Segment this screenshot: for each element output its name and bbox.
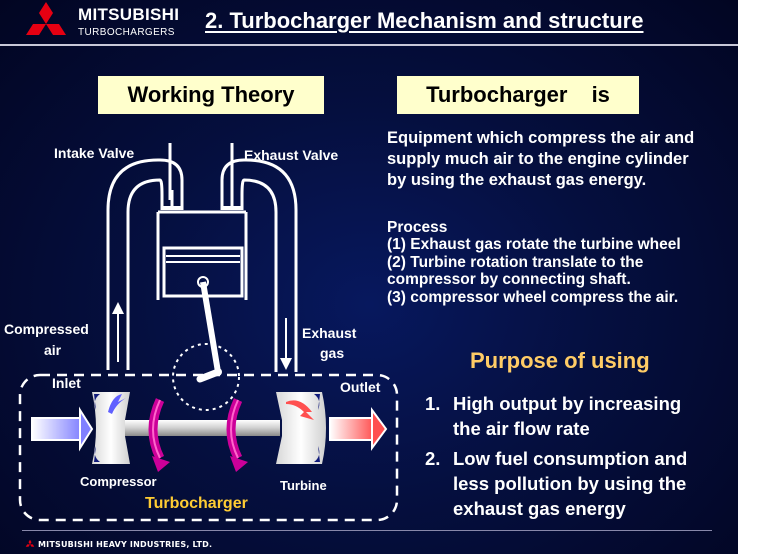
intake-valve-icon <box>162 190 182 210</box>
mitsubishi-logo-icon <box>26 2 66 35</box>
intake-pipe-inner <box>126 178 164 370</box>
compressed-air-label: Compressed <box>4 321 89 337</box>
inlet-arrow-icon <box>31 406 94 452</box>
purpose-line: High output by increasing <box>453 393 682 414</box>
brand-subtitle: TURBOCHARGERS <box>78 27 175 38</box>
description-line: by using the exhaust gas energy. <box>387 171 647 189</box>
footer-divider <box>22 530 712 531</box>
crank-path <box>172 343 240 411</box>
purpose-number: 2. <box>425 448 441 469</box>
outlet-arrow-icon <box>329 406 388 452</box>
title-divider <box>0 44 738 46</box>
process-step: (1) Exhaust gas rotate the turbine wheel <box>387 236 681 253</box>
purpose-line: less pollution by using the <box>453 473 687 494</box>
process-step: compressor by connecting shaft. <box>387 271 631 288</box>
exhaust-gas-label: gas <box>320 345 344 361</box>
purpose-line: Low fuel consumption and <box>453 448 688 469</box>
purpose-title: Purpose of using <box>470 348 650 373</box>
brand-name: MITSUBISHI <box>78 5 180 24</box>
process-step: (3) compressor wheel compress the air. <box>387 289 679 306</box>
intake-pipe <box>106 158 184 370</box>
connecting-rod <box>200 281 221 373</box>
mitsubishi-footer-logo-icon <box>25 539 35 547</box>
exhaust-valve-icon <box>222 190 242 210</box>
turbocharger-outline <box>18 373 399 522</box>
down-arrow-icon <box>280 318 292 370</box>
compressor-housing-icon <box>92 392 130 464</box>
process-heading: Process <box>387 219 448 236</box>
compressed-air-label: air <box>44 342 62 358</box>
turbine-label: Turbine <box>280 478 327 493</box>
compressor-blade-icon <box>148 398 170 472</box>
exhaust-valve-label: Exhaust Valve <box>244 147 338 163</box>
process-step: (2) Turbine rotation translate to the <box>387 254 644 271</box>
outlet-label: Outlet <box>340 379 381 395</box>
turbocharger-diagram: Intake Valve Exhaust Valve Compressed ai… <box>4 145 399 522</box>
description-line: Equipment which compress the air and <box>387 129 695 147</box>
exhaust-pipe <box>220 158 298 372</box>
inlet-label: Inlet <box>52 375 81 391</box>
compressor-label: Compressor <box>80 474 157 489</box>
connecting-shaft <box>120 420 280 436</box>
purpose-line: the air flow rate <box>453 418 590 439</box>
turbocharger-is-label: Turbocharger is <box>397 76 639 114</box>
page-title: 2. Turbocharger Mechanism and structure <box>205 8 644 33</box>
up-arrow-icon <box>112 302 124 362</box>
turbine-housing-icon <box>276 392 326 464</box>
footer-company: MITSUBISHI HEAVY INDUSTRIES, LTD. <box>38 540 213 549</box>
purpose-number: 1. <box>425 393 441 414</box>
purpose-line: exhaust gas energy <box>453 498 626 519</box>
working-theory-label: Working Theory <box>98 76 324 114</box>
compressor-blade-icon <box>226 398 248 472</box>
exhaust-pipe-inner <box>240 178 278 372</box>
turbocharger-label: Turbocharger <box>145 495 248 512</box>
exhaust-gas-label: Exhaust <box>302 325 357 341</box>
intake-valve-label: Intake Valve <box>54 145 134 161</box>
slide: MITSUBISHI TURBOCHARGERS 2. Turbocharger… <box>0 0 738 554</box>
description-line: supply much air to the engine cylinder <box>387 150 689 168</box>
